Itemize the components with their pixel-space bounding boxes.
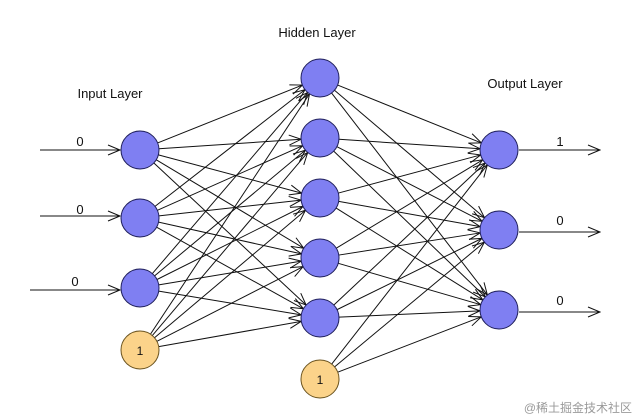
- output-layer-title: Output Layer: [487, 76, 563, 91]
- edge-hidden2-output3: [333, 150, 486, 297]
- edge-input2-hidden5: [156, 226, 304, 309]
- input-neuron-1: [120, 130, 160, 170]
- edge-hidden3-output2: [338, 200, 481, 226]
- edge-input4-hidden1: [150, 94, 309, 335]
- edge-hidden6-output1: [331, 165, 488, 365]
- edge-input3-hidden2: [154, 150, 306, 277]
- input-value-3: 0: [71, 274, 78, 289]
- edge-input4-hidden5: [158, 321, 302, 348]
- edge-input4-hidden2: [151, 152, 307, 336]
- edge-hidden3-output1: [338, 155, 480, 194]
- output-value-3: 0: [556, 293, 563, 308]
- edge-hidden6-output2: [334, 242, 485, 368]
- edge-hidden4-output3: [338, 262, 481, 304]
- output-value-2: 0: [556, 213, 563, 228]
- input-value-1: 0: [76, 134, 83, 149]
- edge-hidden5-output2: [336, 238, 482, 311]
- input-neuron-3: [120, 268, 160, 308]
- input-layer-title: Input Layer: [77, 86, 143, 101]
- watermark-text: @稀土掘金技术社区: [524, 400, 632, 415]
- edge-input2-hidden3: [158, 200, 301, 217]
- edge-input4-hidden4: [156, 267, 303, 342]
- hidden-neuron-5: [300, 298, 340, 338]
- edge-input1-hidden4: [156, 159, 303, 248]
- output-neuron-3: [479, 290, 519, 330]
- output-neuron-2: [479, 210, 519, 250]
- edge-hidden3-output3: [335, 207, 483, 300]
- hidden-layer-title: Hidden Layer: [278, 25, 356, 40]
- edge-input3-hidden1: [151, 92, 307, 274]
- output-value-1: 1: [556, 134, 563, 149]
- input-bias-value: 1: [137, 344, 144, 358]
- edge-input1-hidden1: [157, 85, 303, 144]
- edge-hidden2-output2: [336, 146, 482, 222]
- edge-hidden4-output1: [336, 160, 482, 249]
- edge-hidden2-output1: [338, 138, 480, 148]
- edge-hidden1-output1: [337, 84, 482, 143]
- edge-hidden1-output2: [334, 89, 484, 217]
- hidden-bias-value: 1: [317, 373, 324, 387]
- connection-lines: [150, 84, 488, 373]
- edge-input2-hidden4: [158, 221, 302, 254]
- edge-hidden5-output3: [338, 311, 480, 318]
- edge-input1-hidden3: [158, 154, 301, 193]
- neurons: [120, 58, 519, 399]
- input-value-2: 0: [76, 202, 83, 217]
- edge-input1-hidden2: [158, 139, 301, 150]
- edge-input2-hidden1: [154, 90, 305, 207]
- edge-hidden6-output3: [337, 317, 482, 373]
- hidden-neuron-4: [300, 238, 340, 278]
- hidden-neuron-2: [300, 118, 340, 158]
- edge-input3-hidden4: [158, 261, 302, 286]
- edge-input3-hidden3: [156, 206, 303, 280]
- hidden-bias-neuron: [300, 359, 340, 399]
- input-bias-neuron: [120, 330, 160, 370]
- hidden-neuron-1: [300, 58, 340, 98]
- hidden-neuron-3: [300, 178, 340, 218]
- edge-input3-hidden5: [158, 290, 302, 315]
- output-neuron-1: [479, 130, 519, 170]
- edge-input2-hidden2: [157, 146, 302, 211]
- input-neuron-2: [120, 198, 160, 238]
- edge-input1-hidden5: [153, 162, 306, 305]
- edge-input4-hidden3: [154, 210, 306, 339]
- edge-hidden5-output1: [333, 163, 485, 306]
- edge-hidden4-output2: [338, 233, 480, 256]
